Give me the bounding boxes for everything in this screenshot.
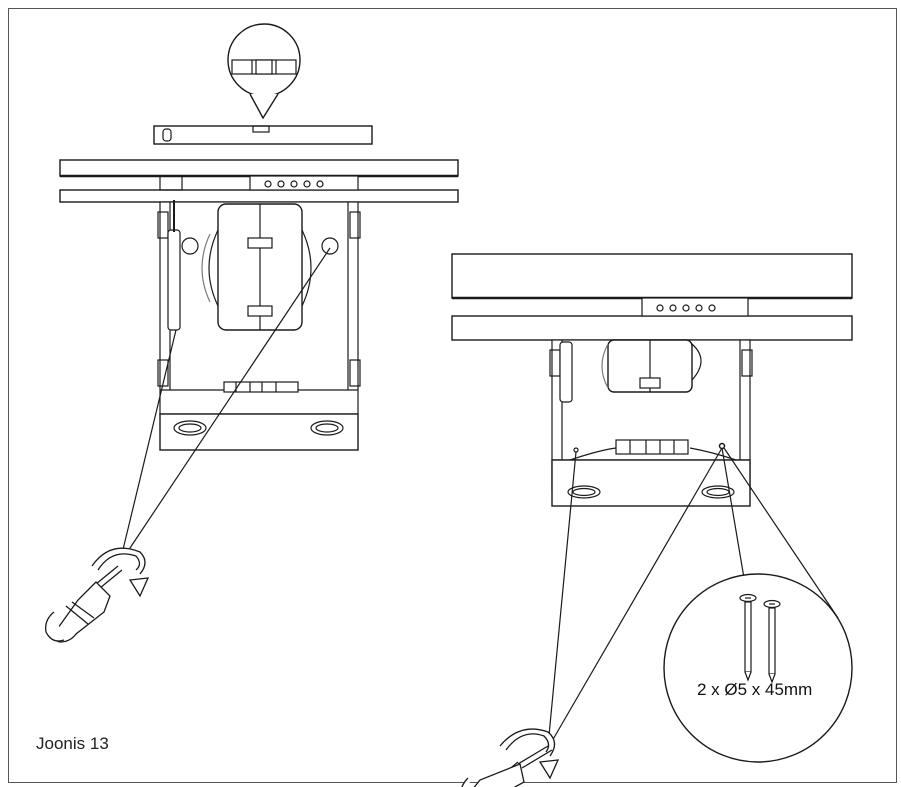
screw-magnifier	[663, 573, 853, 763]
screwdriver-icon	[461, 745, 553, 787]
rotation-arrow-icon	[499, 728, 560, 780]
figure-caption: Joonis 13	[36, 734, 109, 753]
screw-icon	[739, 593, 781, 684]
spirit-level-icon	[153, 23, 373, 145]
screwdriver-icon	[45, 565, 123, 643]
range-hood-assembly-icon	[59, 159, 459, 451]
rotation-arrow-icon	[91, 547, 150, 598]
screw-spec-label: 2 x Ø5 x 45mm	[697, 680, 813, 699]
range-hood-assembly-icon	[451, 253, 853, 507]
